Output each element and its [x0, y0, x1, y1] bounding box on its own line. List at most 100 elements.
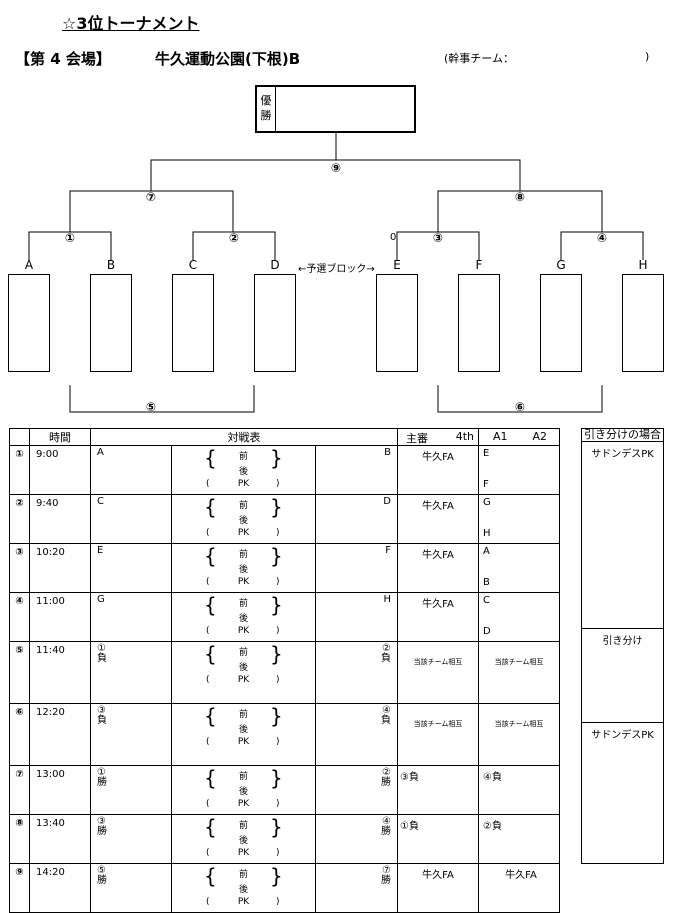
- first-half-label: 前: [238, 710, 248, 720]
- match-time: 13:40: [29, 814, 91, 864]
- pk-paren-close: ): [276, 799, 280, 809]
- match-time: 9:40: [29, 494, 91, 544]
- schedule-header: 時間 対戦表 主審 4th A1 A2: [9, 428, 560, 446]
- draw-rule-3: サドンデスPK: [581, 722, 664, 864]
- brace-right: }: [270, 446, 283, 470]
- park-name: 牛久運動公園(下根)B: [155, 50, 301, 68]
- referee-cell: 牛久FA: [397, 543, 479, 593]
- header-taisen: 対戦表: [90, 428, 398, 446]
- first-half-label: 前: [238, 550, 248, 560]
- match-number: ①: [9, 445, 30, 495]
- team-box-h: [622, 274, 664, 372]
- header-draw: 引き分けの場合: [581, 428, 664, 442]
- right-team: F: [315, 543, 398, 593]
- team-label-h: H: [638, 258, 648, 272]
- match-7-label: ⑦: [145, 190, 157, 204]
- team-box-c: [172, 274, 214, 372]
- pk-label: PK: [237, 848, 250, 858]
- match-time: 10:20: [29, 543, 91, 593]
- pk-paren-open: (: [206, 479, 210, 489]
- match-9-label: ⑨: [330, 161, 342, 175]
- match-5-label: ⑤: [145, 400, 157, 414]
- second-half-label: 後: [238, 885, 248, 895]
- assistant-cell: 牛久FA: [478, 863, 560, 913]
- match-time: 14:20: [29, 863, 91, 913]
- brace-right: }: [270, 593, 283, 617]
- left-team: C: [90, 494, 172, 544]
- winner-label: 優勝: [257, 87, 276, 131]
- first-half-label: 前: [238, 821, 248, 831]
- team-label-d: D: [270, 258, 280, 272]
- team-label-f: F: [475, 258, 483, 272]
- pk-paren-close: ): [276, 897, 280, 907]
- match-time: 9:00: [29, 445, 91, 495]
- header-assistant: A1 A2: [478, 428, 560, 446]
- pk-paren-close: ): [276, 675, 280, 685]
- referee-cell: 牛久FA: [397, 592, 479, 642]
- right-team: D: [315, 494, 398, 544]
- team-label-a: A: [24, 258, 34, 272]
- brace-left: {: [204, 495, 217, 519]
- left-team: E: [90, 543, 172, 593]
- pk-paren-open: (: [206, 897, 210, 907]
- first-half-label: 前: [238, 599, 248, 609]
- assistant-cell: ②負: [478, 814, 560, 864]
- assistant-cell: ④負: [478, 765, 560, 815]
- second-half-label: 後: [238, 467, 248, 477]
- pk-paren-open: (: [206, 528, 210, 538]
- match-4-label: ④: [596, 231, 608, 245]
- referee-cell: 牛久FA: [397, 863, 479, 913]
- pk-paren-close: ): [276, 479, 280, 489]
- brace-right: }: [270, 766, 283, 790]
- second-half-label: 後: [238, 836, 248, 846]
- draw-rule-1: サドンデスPK: [581, 441, 664, 629]
- match-3-label: ③: [432, 231, 444, 245]
- match-8-label: ⑧: [514, 190, 526, 204]
- pk-paren-open: (: [206, 626, 210, 636]
- team-box-e: [376, 274, 418, 372]
- pk-label: PK: [237, 626, 250, 636]
- referee-cell: 当該チーム相互: [397, 641, 479, 704]
- referee-cell: ③負: [397, 765, 479, 815]
- team-box-f: [458, 274, 500, 372]
- second-half-label: 後: [238, 787, 248, 797]
- team-label-e: E: [393, 258, 401, 272]
- match-number: ⑨: [9, 863, 30, 913]
- header-referee: 主審 4th: [397, 428, 479, 446]
- pk-paren-open: (: [206, 848, 210, 858]
- first-half-label: 前: [238, 772, 248, 782]
- team-box-b: [90, 274, 132, 372]
- kanji-team-close: ): [645, 50, 650, 63]
- pk-paren-close: ): [276, 577, 280, 587]
- yosen-block-label: ←予選ブロック→: [298, 264, 375, 275]
- first-half-label: 前: [238, 870, 248, 880]
- brace-right: }: [270, 815, 283, 839]
- brace-right: }: [270, 495, 283, 519]
- second-half-label: 後: [238, 565, 248, 575]
- referee-cell: 当該チーム相互: [397, 703, 479, 766]
- match-time: 11:00: [29, 592, 91, 642]
- pk-label: PK: [237, 675, 250, 685]
- second-half-label: 後: [238, 614, 248, 624]
- match-time: 11:40: [29, 641, 91, 704]
- tournament-bracket: [28, 133, 644, 413]
- match-number: ③: [9, 543, 30, 593]
- match-number: ④: [9, 592, 30, 642]
- first-half-label: 前: [238, 501, 248, 511]
